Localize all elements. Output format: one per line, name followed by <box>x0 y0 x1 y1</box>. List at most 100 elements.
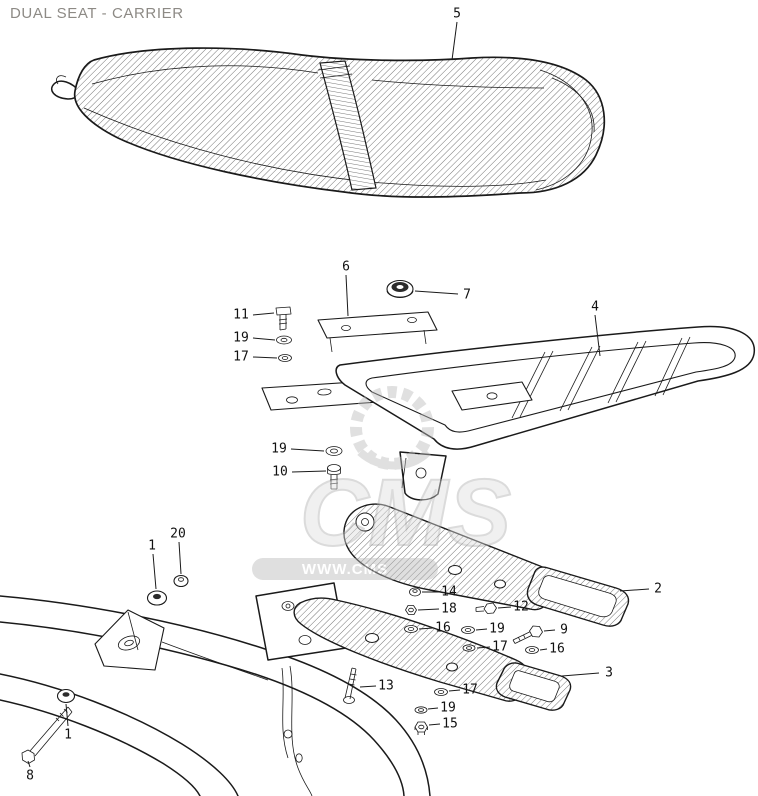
leader-line <box>497 606 512 609</box>
part-number-label: 11 <box>233 308 249 323</box>
mount-1-lower-hole <box>62 692 70 697</box>
leader-line <box>418 627 434 630</box>
frame-cable <box>281 667 289 759</box>
bolt-shaft <box>329 475 339 490</box>
rack-inner-rail <box>365 342 736 433</box>
nut-18 <box>405 605 417 615</box>
bolt-12-head <box>483 602 497 614</box>
leader-line <box>152 553 157 590</box>
leader-line <box>451 21 458 61</box>
bolt-head <box>275 306 292 316</box>
part-number-label: 6 <box>342 260 350 275</box>
arm2-hole <box>494 579 506 589</box>
washer-19-hole <box>464 628 472 632</box>
part-number-label: 10 <box>272 465 288 480</box>
frame-hole <box>295 753 303 763</box>
part-number-label: 1 <box>64 728 72 743</box>
bolt-8-head <box>21 749 35 764</box>
washer-16 <box>404 625 418 633</box>
part-number-label: 15 <box>442 717 458 732</box>
bolt-shaft <box>278 314 288 331</box>
arm3-hole <box>365 633 379 643</box>
spring-washer-hole <box>281 356 289 360</box>
part-number-label: 9 <box>560 623 568 638</box>
part-number-label: 2 <box>654 582 662 597</box>
arm2-hole <box>448 565 462 575</box>
dual-seat-illustration <box>50 47 606 198</box>
bolt-13-shaft <box>344 667 357 700</box>
leader-line <box>178 541 182 575</box>
leader-line <box>291 470 327 473</box>
rack-support-stay <box>399 451 447 501</box>
spring-washer-17 <box>462 644 476 652</box>
part-number-label: 17 <box>233 350 249 365</box>
washer-17b-hole <box>437 690 445 694</box>
mount-1-hole <box>153 593 161 600</box>
washer-16b <box>525 646 539 654</box>
grommet-hole <box>396 285 404 289</box>
leader-line <box>414 290 459 295</box>
part-number-label: 12 <box>513 600 529 615</box>
page-title: DUAL SEAT - CARRIER <box>10 5 184 22</box>
arm2-boss-hole <box>361 518 369 526</box>
grommet-illustration <box>386 279 414 299</box>
nut-15 <box>414 721 428 733</box>
leader-line <box>359 685 377 688</box>
watermark-banner <box>252 558 438 580</box>
nut-15-hole <box>418 724 425 730</box>
leader-line <box>428 723 441 726</box>
hardware-bottom <box>21 587 543 764</box>
part-number-label: 5 <box>453 7 461 22</box>
leader-line <box>539 648 548 651</box>
seat-strap-buckle <box>317 65 353 79</box>
bracket-hole <box>341 324 351 331</box>
frame-bracket-slot-inner <box>124 639 134 647</box>
part-number-label: 19 <box>233 331 249 346</box>
leader-line <box>427 707 439 710</box>
frame-tube2-lower-edge <box>0 699 201 796</box>
leader-line <box>561 672 600 677</box>
mount-20-hole <box>177 577 184 582</box>
part-number-label: 20 <box>170 527 186 542</box>
frame-bracket-slot <box>117 635 141 651</box>
rubber-mount-upper <box>146 574 189 606</box>
watermark-gear-icon <box>350 386 434 470</box>
grommet-rim <box>386 290 414 298</box>
washer-16b-hole <box>528 648 536 652</box>
bolt-washer-stack-mid <box>325 446 343 490</box>
part-number-label: 17 <box>462 683 478 698</box>
rack-plate-hole <box>486 392 498 400</box>
arm3-hole <box>446 662 458 672</box>
part-number-label: 17 <box>492 640 508 655</box>
part-number-label: 3 <box>605 666 613 681</box>
spring-washer <box>278 354 292 362</box>
part-number-label: 18 <box>441 602 457 617</box>
leader-line <box>252 312 275 316</box>
leader-line <box>448 689 461 692</box>
bolt-12-shaft <box>475 606 485 612</box>
arm3-plate-hole <box>281 601 295 611</box>
leader-line <box>476 646 491 649</box>
bracket-top-plate <box>317 311 438 339</box>
frame-hole <box>283 729 293 739</box>
frame-bracket-fold <box>127 611 139 651</box>
part-number-label: 19 <box>489 622 505 637</box>
watermark: CMS WWW.CMS <box>252 386 512 580</box>
leader-line <box>543 629 556 632</box>
frame-tube2-upper-edge <box>0 673 239 796</box>
bolt-washer-stack-top <box>275 306 292 362</box>
leader-line <box>619 588 650 592</box>
arm2-end-cap-inner <box>538 575 617 618</box>
leader-line <box>27 760 31 768</box>
washer-19b-hole <box>417 708 424 712</box>
part-number-label: 8 <box>26 769 34 784</box>
part-number-label: 1 <box>148 539 156 554</box>
watermark-swoosh <box>357 448 431 470</box>
upper-carrier-arm-illustration <box>343 503 630 627</box>
arm3-plate-hole <box>298 635 312 645</box>
seat-seam-right <box>371 79 545 89</box>
washer-hole <box>330 448 338 454</box>
